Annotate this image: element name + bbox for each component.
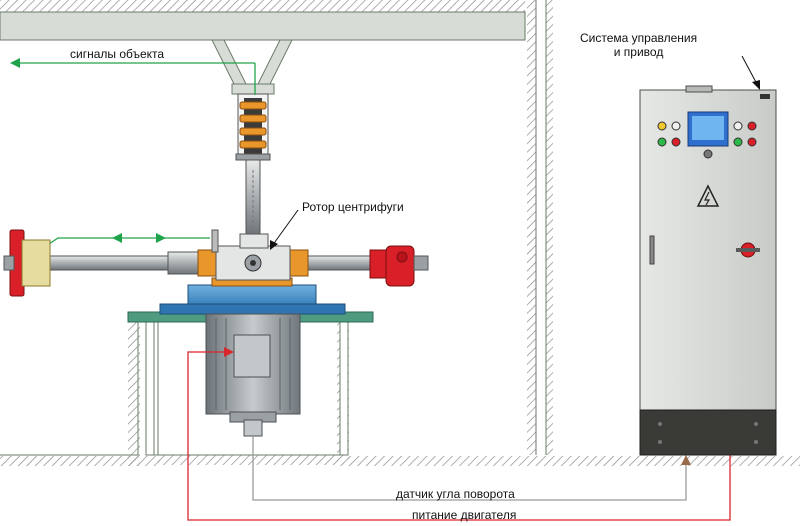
control-system-label-line1: Система управления: [580, 31, 698, 45]
control-system-label-line2: и привод: [613, 45, 664, 59]
control-cabinet: [639, 85, 777, 456]
test-object-mount: [3, 229, 51, 297]
control-system-label: Система управления и привод: [580, 31, 697, 59]
lamp-indicator-icon: [657, 121, 757, 159]
drive-motor: [205, 313, 301, 437]
object-signals-label: сигналы объекта: [70, 47, 165, 61]
warning-electric-icon: [696, 184, 720, 207]
main-switch-icon: [736, 242, 760, 258]
motor-power-line: [187, 347, 731, 521]
angle-sensor-label: датчик угла поворота: [396, 487, 515, 501]
centrifuge-rotor-label: Ротор центрифуги: [302, 200, 404, 214]
slip-ring-assembly: [235, 93, 271, 235]
separating-wall: [527, 0, 553, 455]
leader-lines: [270, 55, 760, 250]
ceiling-beam: [0, 0, 526, 41]
motor-power-label: питание двигателя: [412, 508, 517, 522]
rotating-table: [159, 277, 346, 315]
counterweight: [369, 245, 429, 287]
object-signals-line: [10, 58, 256, 251]
angle-sensor-line: [252, 436, 691, 501]
centrifuge-rotor: [31, 229, 423, 281]
slip-ring-support: [211, 39, 293, 95]
